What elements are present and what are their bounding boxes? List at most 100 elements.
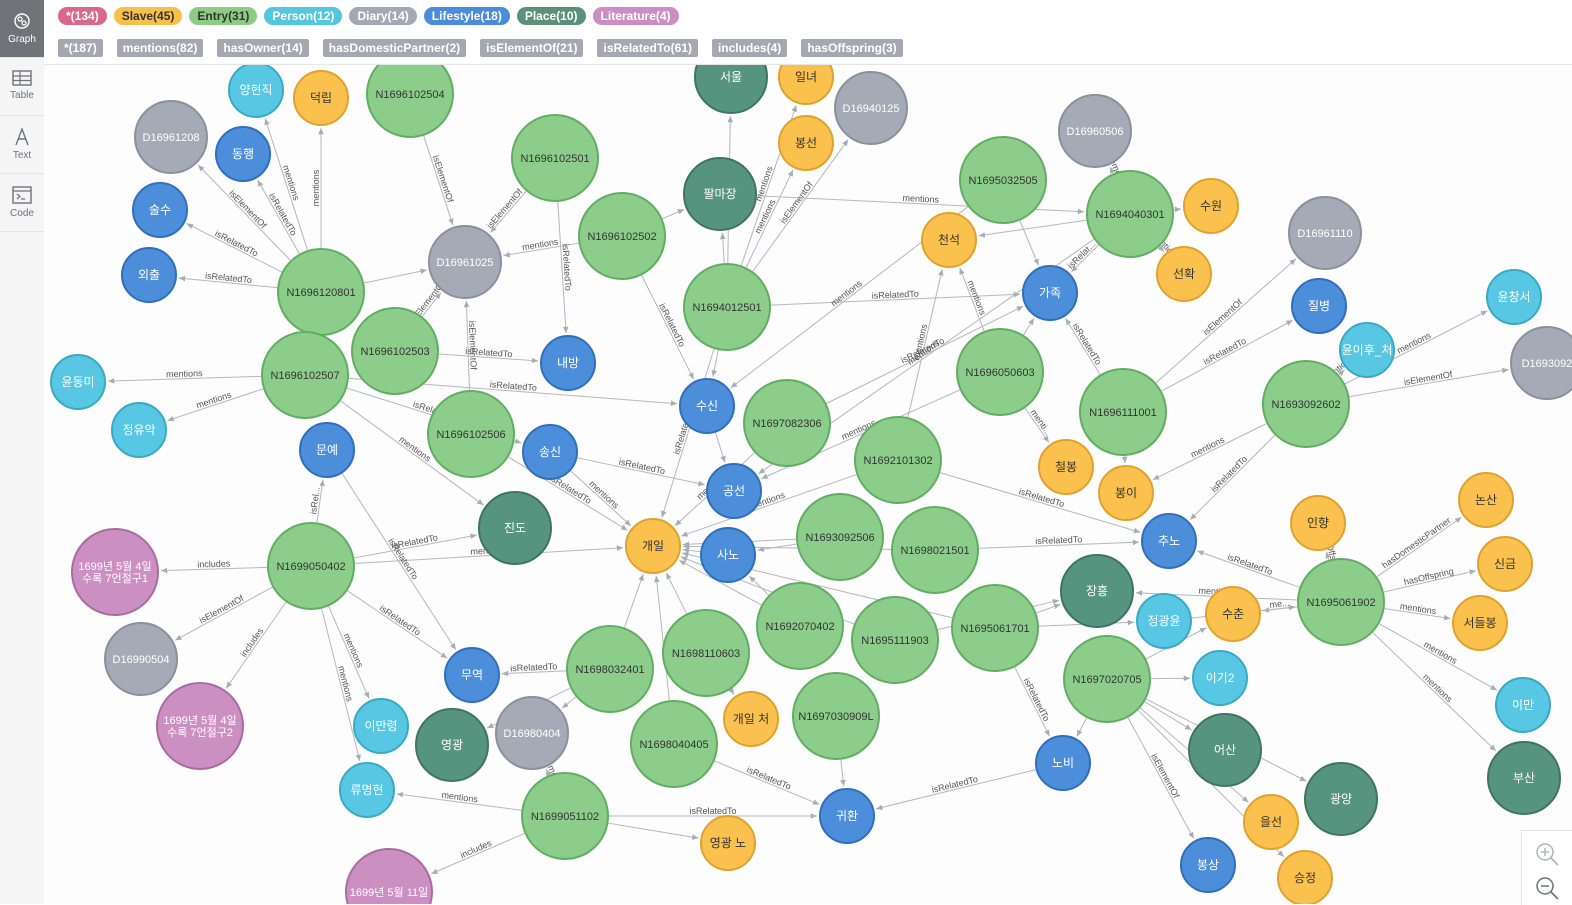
node-entry[interactable]: N1698110603 bbox=[663, 610, 749, 696]
node-slave[interactable]: 서들봉 bbox=[1453, 596, 1507, 650]
node-slave[interactable]: 봉선 bbox=[779, 116, 833, 170]
node-place[interactable]: 팔마장 bbox=[684, 158, 756, 230]
node-entry[interactable]: N1692101302 bbox=[855, 417, 941, 503]
edge[interactable] bbox=[562, 697, 576, 708]
node-slave[interactable]: 천석 bbox=[922, 213, 976, 267]
edge[interactable] bbox=[322, 609, 360, 761]
node-lifestyle[interactable]: 내방 bbox=[541, 336, 595, 390]
node-label-slave[interactable]: Slave(45) bbox=[114, 7, 183, 25]
edge[interactable] bbox=[662, 209, 684, 218]
node-lifestyle[interactable]: 가족 bbox=[1023, 266, 1077, 320]
node-entry[interactable]: N1696102504 bbox=[367, 65, 453, 137]
node-person[interactable]: 윤동미 bbox=[51, 355, 105, 409]
node-label-literature[interactable]: Literature(4) bbox=[593, 7, 679, 25]
edge[interactable] bbox=[431, 833, 524, 873]
node-slave[interactable]: 철봉 bbox=[1039, 440, 1093, 494]
node-lifestyle[interactable]: 사노 bbox=[701, 528, 755, 582]
node-lifestyle[interactable]: 봉상 bbox=[1181, 838, 1235, 892]
node-place[interactable]: 광양 bbox=[1305, 763, 1377, 835]
node-slave[interactable]: 선확 bbox=[1157, 247, 1211, 301]
node-label-diary[interactable]: Diary(14) bbox=[349, 7, 416, 25]
edge[interactable] bbox=[715, 433, 724, 463]
node-entry[interactable]: N1696102507 bbox=[262, 332, 348, 418]
node-entry[interactable]: N1698040405 bbox=[631, 701, 717, 787]
node-lifestyle[interactable]: 수신 bbox=[680, 379, 734, 433]
node-entry[interactable]: N1699050402 bbox=[268, 523, 354, 609]
node-person[interactable]: 류명현 bbox=[340, 763, 394, 817]
node-diary[interactable]: D16960506 bbox=[1059, 95, 1131, 167]
node-place[interactable]: 장흥 bbox=[1061, 555, 1133, 627]
node-slave[interactable]: 신금 bbox=[1478, 537, 1532, 591]
node-place[interactable]: 서울 bbox=[695, 65, 767, 113]
node-diary[interactable]: D1693092 bbox=[1511, 327, 1572, 399]
edge[interactable] bbox=[1036, 604, 1060, 613]
node-place[interactable]: 어산 bbox=[1189, 714, 1261, 786]
node-entry[interactable]: N1693092602 bbox=[1263, 361, 1349, 447]
edge[interactable] bbox=[364, 270, 427, 283]
node-entry[interactable]: N1695111903 bbox=[852, 597, 938, 683]
rel-type-iselementof[interactable]: isElementOf(21) bbox=[480, 39, 583, 57]
node-lifestyle[interactable]: 동행 bbox=[216, 127, 270, 181]
node-place[interactable]: 진도 bbox=[479, 492, 551, 564]
node-lifestyle[interactable]: 질병 bbox=[1292, 279, 1346, 333]
node-diary[interactable]: D16961208 bbox=[135, 101, 207, 173]
zoom-in-icon[interactable] bbox=[1534, 841, 1560, 867]
sidebar-item-code[interactable]: Code bbox=[0, 174, 44, 232]
edge[interactable] bbox=[1024, 318, 1034, 334]
node-slave[interactable]: 인향 bbox=[1291, 496, 1345, 550]
node-lifestyle[interactable]: 문예 bbox=[300, 423, 354, 477]
node-entry[interactable]: N1696102502 bbox=[579, 193, 665, 279]
node-entry[interactable]: N1695061701 bbox=[952, 585, 1038, 671]
edge[interactable] bbox=[1153, 424, 1267, 480]
node-slave[interactable]: 을선 bbox=[1244, 795, 1298, 849]
node-label-entry[interactable]: Entry(31) bbox=[189, 7, 257, 25]
node-entry[interactable]: N1692070402 bbox=[757, 583, 843, 669]
node-lifestyle[interactable]: 무역 bbox=[445, 648, 499, 702]
node-slave[interactable]: 덕립 bbox=[294, 71, 348, 125]
node-slave[interactable]: 논산 bbox=[1459, 473, 1513, 527]
node-label-person[interactable]: Person(12) bbox=[264, 7, 342, 25]
node-entry[interactable]: N1698032401 bbox=[567, 626, 653, 712]
node-person[interactable]: 이만령 bbox=[354, 699, 408, 753]
edge[interactable] bbox=[722, 233, 724, 263]
edge[interactable] bbox=[625, 574, 644, 627]
node-entry[interactable]: N1696120801 bbox=[278, 249, 364, 335]
edge[interactable] bbox=[608, 823, 698, 838]
sidebar-item-text[interactable]: Text bbox=[0, 116, 44, 174]
node-place[interactable]: 부산 bbox=[1488, 742, 1560, 814]
node-entry[interactable]: N1699051102 bbox=[522, 773, 608, 859]
node-person[interactable]: 정유악 bbox=[112, 403, 166, 457]
edge[interactable] bbox=[187, 224, 282, 272]
node-entry[interactable]: N1696111001 bbox=[1080, 369, 1166, 455]
node-entry[interactable]: N1696102503 bbox=[352, 308, 438, 394]
node-slave[interactable]: 수원 bbox=[1184, 179, 1238, 233]
node-person[interactable]: 윤이후_처 bbox=[1340, 323, 1394, 377]
node-place[interactable]: 영광 bbox=[416, 709, 488, 781]
node-entry[interactable]: N1694012501 bbox=[684, 264, 770, 350]
node-slave[interactable]: 승정 bbox=[1278, 851, 1332, 904]
node-entry[interactable]: N1696050603 bbox=[957, 329, 1043, 415]
edge[interactable] bbox=[715, 761, 820, 805]
rel-type-hasoffspring[interactable]: hasOffspring(3) bbox=[801, 39, 902, 57]
node-label-lifestyle[interactable]: Lifestyle(18) bbox=[424, 7, 510, 25]
node-slave[interactable]: 수춘 bbox=[1206, 587, 1260, 641]
rel-type-hasowner[interactable]: hasOwner(14) bbox=[217, 39, 308, 57]
rel-type-mentions[interactable]: mentions(82) bbox=[117, 39, 204, 57]
node-entry[interactable]: N1696102506 bbox=[428, 391, 514, 477]
node-slave[interactable]: 봉이 bbox=[1099, 466, 1153, 520]
node-entry[interactable]: N1697030909L bbox=[793, 673, 879, 759]
node-diary[interactable]: D16940125 bbox=[835, 72, 907, 144]
node-entry[interactable]: N1694040301 bbox=[1087, 171, 1173, 257]
node-slave[interactable]: 일녀 bbox=[779, 65, 833, 104]
node-lifestyle[interactable]: 송신 bbox=[523, 425, 577, 479]
rel-type-hasdomesticpartner[interactable]: hasDomesticPartner(2) bbox=[323, 39, 466, 57]
edge[interactable] bbox=[841, 760, 844, 786]
edge[interactable] bbox=[666, 573, 686, 614]
node-lifestyle[interactable]: 술수 bbox=[133, 183, 187, 237]
node-slave[interactable]: 개일 bbox=[626, 519, 680, 573]
node-diary[interactable]: D16961025 bbox=[429, 226, 501, 298]
node-person[interactable]: 정광윤 bbox=[1137, 594, 1191, 648]
